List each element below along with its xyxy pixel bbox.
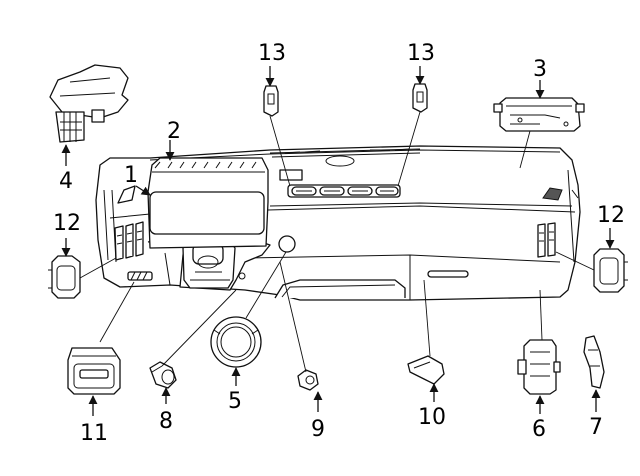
part-4-module: [49, 64, 129, 143]
label-6: 6: [532, 417, 546, 442]
label-2: 2: [167, 119, 181, 144]
part-12-right-vent: [593, 248, 628, 293]
part-9-switch: [297, 369, 319, 391]
label-10: 10: [418, 405, 446, 430]
dash-side-vents: [114, 221, 556, 261]
part-12-left-vent: [48, 255, 81, 299]
label-8: 8: [159, 409, 173, 434]
label-3: 3: [533, 57, 547, 82]
leader-lines: [61, 66, 615, 416]
label-12-left: 12: [53, 211, 81, 236]
label-1: 1: [124, 163, 138, 188]
label-12-right: 12: [597, 203, 625, 228]
label-7: 7: [589, 415, 603, 440]
center-vents: [279, 169, 401, 198]
callout-labels: 1 2 3 4 5 6 7 8 9 10 11 12 12 13 13: [53, 41, 625, 446]
part-10-latch: [407, 355, 445, 385]
part-13-left-clip: [263, 85, 279, 117]
part-7-bracket: [583, 335, 605, 389]
label-9: 9: [311, 417, 325, 442]
label-5: 5: [228, 389, 242, 414]
part-8-sensor: [149, 361, 177, 389]
label-13-right: 13: [407, 41, 435, 66]
part-11-vent-housing: [67, 347, 121, 395]
label-13-left: 13: [258, 41, 286, 66]
part-3-control-unit: [493, 97, 585, 132]
instrument-cluster-part-1: [149, 191, 265, 235]
part-5-round-bezel: [210, 316, 262, 368]
label-4: 4: [59, 169, 73, 194]
part-6-module: [517, 339, 561, 395]
part-13-right-clip: [412, 83, 428, 113]
label-11: 11: [80, 421, 108, 446]
